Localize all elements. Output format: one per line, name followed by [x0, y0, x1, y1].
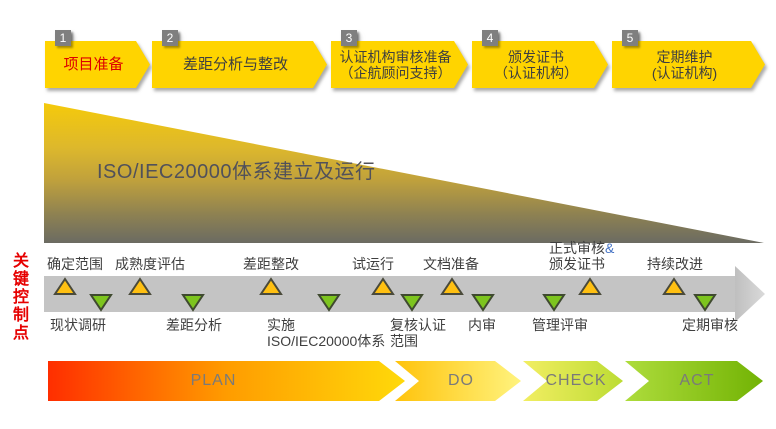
timeline-label-top: 文档准备 — [423, 256, 479, 272]
timeline-label-bottom: 定期审核 — [682, 317, 738, 333]
pdca-label: ACT — [679, 372, 715, 389]
step-number-badge: 3 — [341, 30, 357, 46]
timeline-label-bottom: 现状调研 — [50, 317, 106, 333]
milestone-down-triangle-icon — [181, 294, 205, 312]
milestone-down-triangle-icon — [317, 294, 341, 312]
milestone-down-triangle-icon — [89, 294, 113, 312]
process-step-4: 颁发证书（认证机构）4 — [472, 30, 608, 88]
milestone-up-triangle-icon — [578, 277, 602, 295]
pdca-arrow-act: ACT — [625, 361, 763, 401]
timeline-label-top: 差距整改 — [243, 256, 299, 272]
timeline-label-top: 试运行 — [352, 256, 394, 272]
timeline-label-bottom: 管理评审 — [532, 317, 588, 333]
step-number-badge: 5 — [622, 30, 638, 46]
process-step-5: 定期维护(认证机构)5 — [612, 30, 765, 88]
milestone-down-triangle-icon — [542, 294, 566, 312]
milestone-up-triangle-icon — [371, 277, 395, 295]
milestone-down-triangle-icon — [471, 294, 495, 312]
pdca-arrow-plan: PLAN — [48, 361, 405, 401]
step-number-badge: 4 — [482, 30, 498, 46]
step-label: 定期维护(认证机构) — [612, 41, 765, 88]
milestone-up-triangle-icon — [128, 277, 152, 295]
pdca-label: PLAN — [190, 372, 237, 389]
key-control-points-label: 关键控制点 — [10, 252, 27, 342]
milestone-up-triangle-icon — [53, 277, 77, 295]
ampersand-accent: & — [605, 240, 615, 256]
process-step-3: 认证机构审核准备（企航顾问支持）3 — [331, 30, 468, 88]
timeline-label-top: 成熟度评估 — [115, 256, 185, 272]
milestone-down-triangle-icon — [693, 294, 717, 312]
timeline-label-top: 确定范围 — [47, 256, 103, 272]
wedge-title: ISO/IEC20000体系建立及运行 — [97, 161, 376, 183]
pdca-arrow-check: CHECK — [523, 361, 623, 401]
timeline-label-top: 持续改进 — [647, 256, 703, 272]
step-number-badge: 1 — [55, 30, 71, 46]
timeline-label-bottom: 内审 — [468, 317, 496, 333]
pdca-label: CHECK — [545, 372, 607, 389]
timeline-label-bottom: 差距分析 — [166, 317, 222, 333]
pdca-arrow-do: DO — [395, 361, 521, 401]
milestone-up-triangle-icon — [662, 277, 686, 295]
milestone-up-triangle-icon — [259, 277, 283, 295]
timeline-label-bottom: 复核认证范围 — [390, 317, 446, 349]
step-label: 差距分析与整改 — [152, 41, 327, 88]
step-label: 项目准备 — [45, 41, 150, 88]
milestone-down-triangle-icon — [400, 294, 424, 312]
step-label: 颁发证书（认证机构） — [472, 41, 608, 88]
milestone-up-triangle-icon — [440, 277, 464, 295]
timeline-arrow-head-icon — [735, 266, 765, 322]
timeline-label-top: 正式审核&颁发证书 — [549, 240, 615, 272]
pdca-label: DO — [448, 372, 474, 389]
step-number-badge: 2 — [162, 30, 178, 46]
step-label: 认证机构审核准备（企航顾问支持） — [331, 41, 468, 88]
